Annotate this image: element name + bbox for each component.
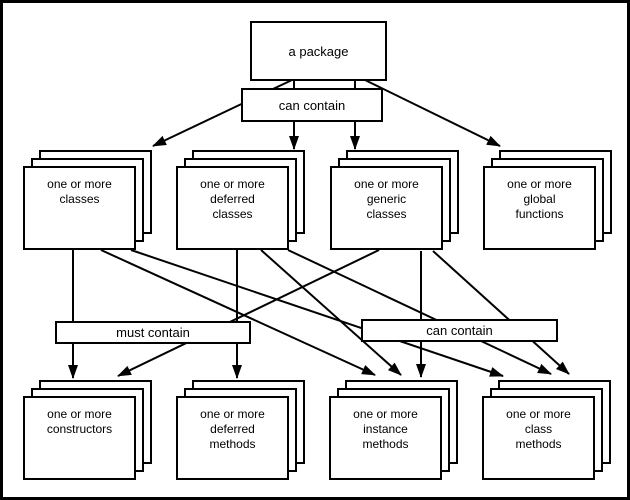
- deferred-classes-label: one or more deferred classes: [200, 177, 265, 221]
- edge-deferred-classes-class-methods: [287, 249, 552, 375]
- card-front: one or more generic classes: [330, 166, 443, 250]
- must-contain-label: must contain: [116, 325, 190, 340]
- card-front: one or more class methods: [482, 396, 595, 480]
- card-front: one or more classes: [23, 166, 136, 250]
- top-can-contain-plaque: can contain: [241, 88, 383, 122]
- card-front: one or more instance methods: [329, 396, 442, 480]
- can-contain-label: can contain: [426, 323, 493, 338]
- edge-generic-classes-class-methods: [432, 250, 570, 375]
- must-contain-plaque: must contain: [55, 321, 251, 344]
- instance-methods-label: one or more instance methods: [353, 407, 418, 451]
- generic-classes-label: one or more generic classes: [354, 177, 419, 221]
- package-box: a package: [250, 21, 387, 81]
- deferred-methods-label: one or more deferred methods: [200, 407, 265, 451]
- package-label: a package: [288, 43, 349, 59]
- classes-label: one or more classes: [47, 177, 112, 206]
- edge-package-global-functions: [364, 79, 501, 147]
- edge-classes-instance-methods: [100, 249, 376, 376]
- edge-generic-classes-constructors: [117, 249, 380, 377]
- card-front: one or more constructors: [23, 396, 136, 480]
- can-contain-plaque: can contain: [361, 319, 558, 342]
- constructors-label: one or more constructors: [46, 407, 113, 436]
- card-front: one or more global functions: [483, 166, 596, 250]
- class-methods-label: one or more class methods: [506, 407, 571, 451]
- edges-layer: [68, 79, 570, 379]
- card-front: one or more deferred classes: [176, 166, 289, 250]
- card-front: one or more deferred methods: [176, 396, 289, 480]
- edge-classes-class-methods: [130, 249, 504, 377]
- top-can-contain-label: can contain: [278, 97, 346, 113]
- global-functions-label: one or more global functions: [507, 177, 572, 221]
- edge-deferred-classes-instance-methods: [260, 249, 402, 376]
